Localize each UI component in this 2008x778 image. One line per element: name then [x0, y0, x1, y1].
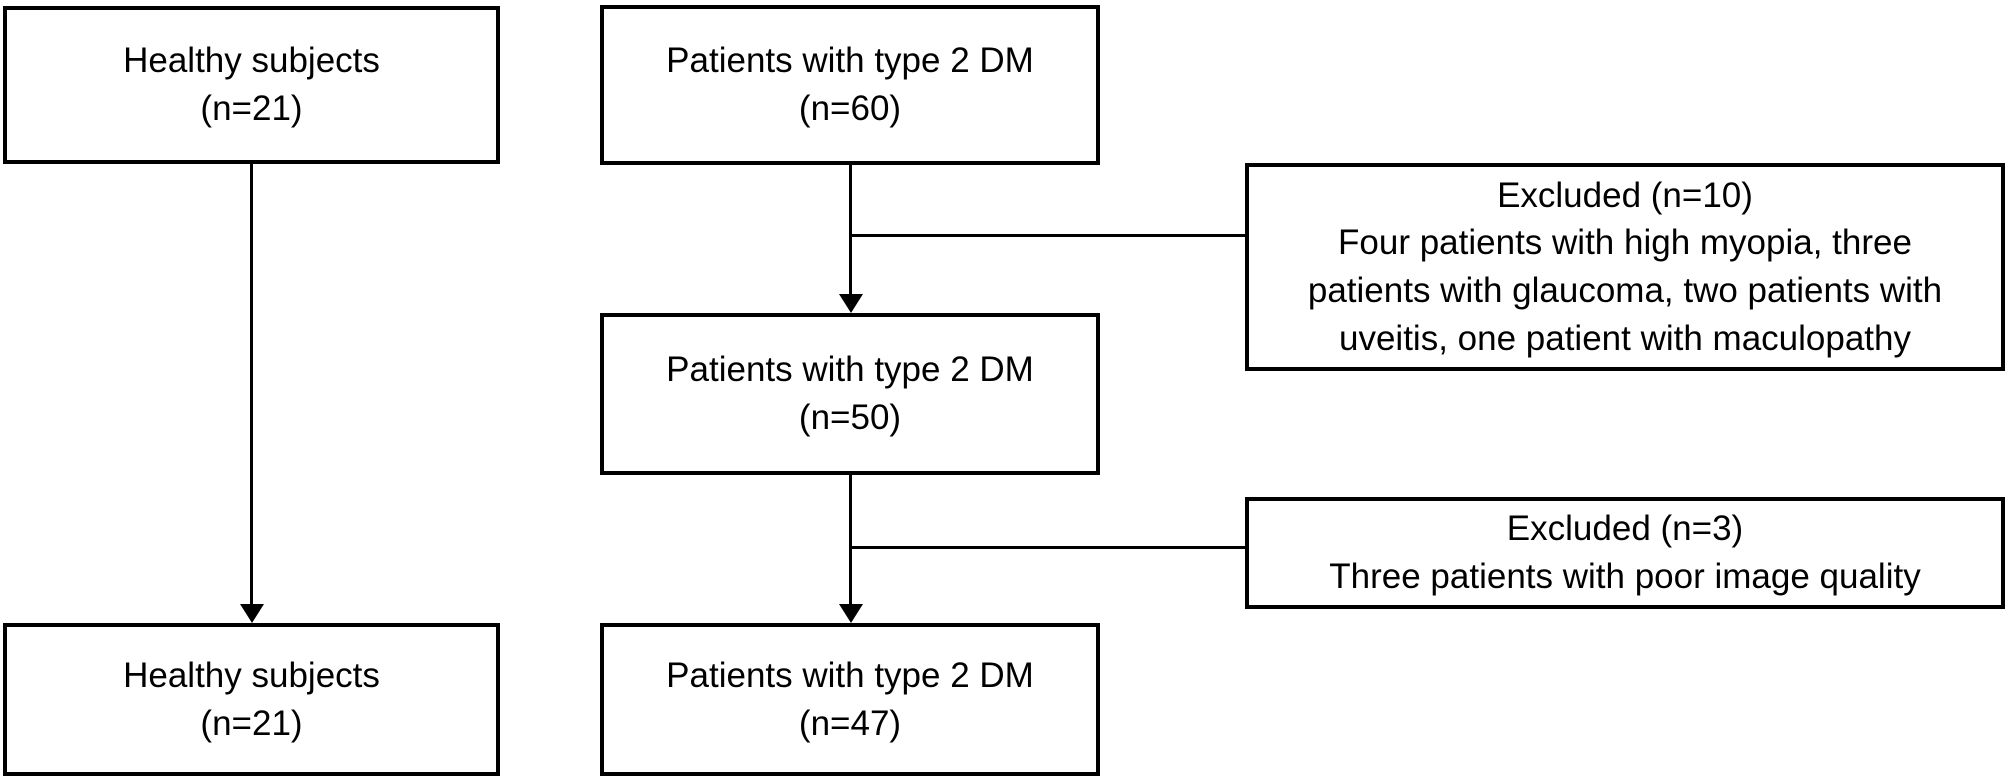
- arrowhead-dm-mid-icon: [839, 294, 863, 313]
- box-excluded-first: Excluded (n=10) Four patients with high …: [1245, 163, 2005, 371]
- box-title: Healthy subjects: [123, 655, 380, 695]
- box-excluded-second: Excluded (n=3) Three patients with poor …: [1245, 497, 2005, 609]
- box-title: Patients with type 2 DM: [666, 350, 1034, 390]
- box-count: (n=50): [798, 398, 902, 437]
- connector-line-to-excluded-first: [849, 234, 1245, 237]
- box-count: (n=47): [798, 703, 902, 743]
- arrowhead-dm-bottom-icon: [839, 604, 863, 623]
- box-count: (n=21): [200, 89, 303, 128]
- box-healthy-subjects-final: Healthy subjects (n=21): [3, 623, 500, 776]
- connector-line-to-excluded-second: [849, 546, 1245, 549]
- box-title: Patients with type 2 DM: [666, 41, 1034, 81]
- box-title: Excluded (n=10): [1497, 175, 1753, 215]
- arrow-line-healthy-top-to-bottom: [250, 164, 253, 608]
- box-count: (n=21): [200, 703, 303, 743]
- box-description: Four patients with high myopia, three pa…: [1307, 223, 1943, 358]
- arrow-line-dm-top-to-mid: [849, 165, 852, 298]
- box-healthy-subjects-initial: Healthy subjects (n=21): [3, 6, 500, 164]
- box-dm-patients-initial: Patients with type 2 DM (n=60): [600, 5, 1100, 165]
- box-title: Excluded (n=3): [1506, 509, 1744, 549]
- box-count: (n=60): [798, 89, 902, 128]
- arrow-line-dm-mid-to-bottom: [849, 475, 852, 608]
- box-description: Three patients with poor image quality: [1329, 557, 1921, 596]
- arrowhead-healthy-icon: [240, 604, 264, 623]
- box-title: Healthy subjects: [123, 41, 380, 81]
- box-dm-patients-final: Patients with type 2 DM (n=47): [600, 623, 1100, 776]
- box-title: Patients with type 2 DM: [666, 655, 1034, 695]
- box-dm-patients-after-first-exclusion: Patients with type 2 DM (n=50): [600, 313, 1100, 475]
